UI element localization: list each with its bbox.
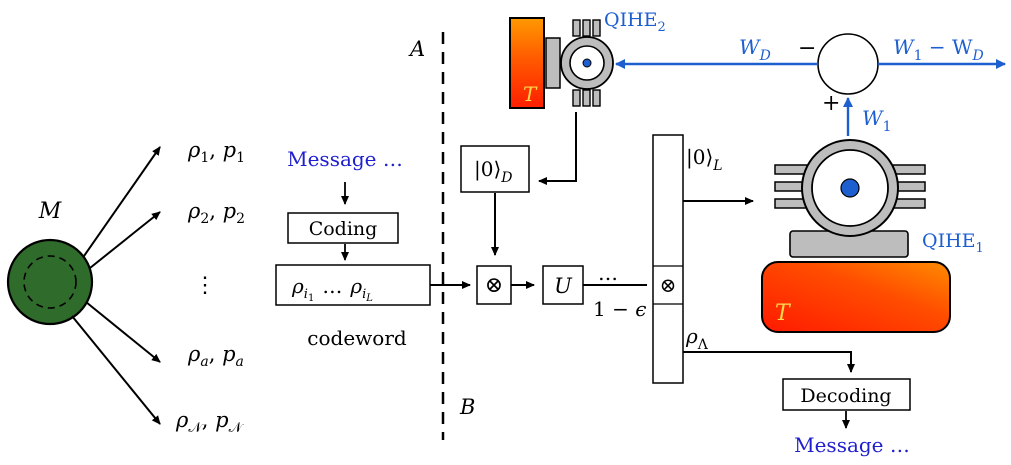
qihe1-bath-label: T (775, 301, 792, 326)
divider-label-b: B (459, 395, 475, 419)
plus-sign: + (822, 91, 840, 116)
state-vdots: ⋮ (194, 273, 216, 298)
source-circle (6, 238, 94, 326)
ket-d-label: |0⟩D (474, 157, 513, 186)
state-arrows (71, 146, 161, 425)
wd-label: WD (739, 35, 771, 64)
codeword-caption: codeword (307, 326, 407, 350)
output-column-box (652, 134, 684, 384)
state-label-a: ρa, pa (187, 342, 244, 370)
state-arrow-2 (89, 211, 161, 269)
qihe1-label: QIHE1 (922, 230, 984, 256)
decoding-label: Decoding (800, 385, 891, 407)
state-label-2: ρ2, p2 (187, 199, 245, 227)
qihe2-hub-icon (582, 58, 592, 68)
tensor-box (476, 265, 512, 305)
qihe2-bath-label: T (523, 82, 538, 106)
qihe2-bath (509, 17, 545, 109)
state-labels: ρ1, p1 ρ2, p2 ⋮ ρa, pa ρ𝒩, p𝒩 (175, 138, 245, 436)
state-label-n: ρ𝒩, p𝒩 (175, 408, 245, 436)
encoder: Message … Coding ρi1…ρiL codeword (275, 147, 471, 350)
work-circuit: WD W1 − WD W1 − + (615, 33, 1006, 136)
divider: A B (408, 32, 475, 440)
engine-qihe1: T QIHE1 (761, 139, 984, 333)
decoder-message: Message … (794, 433, 910, 457)
codeword-box (275, 264, 431, 306)
qihe1-bath (761, 261, 951, 333)
qihe2-label: QIHE2 (604, 9, 666, 35)
decoder: Decoding Message … (782, 378, 911, 457)
qihe2-mount (545, 37, 561, 89)
source-label: M (38, 199, 62, 224)
ket-d-box (460, 145, 530, 193)
qihe1-fins (774, 164, 926, 209)
ket-l-label: |0⟩L (686, 145, 723, 174)
state-arrow-a (85, 301, 161, 363)
coding-label: Coding (309, 218, 378, 240)
minus-sign: − (798, 36, 816, 61)
decoding-box (782, 378, 911, 411)
tensor-symbol: ⊗ (485, 273, 503, 298)
source-node: M (6, 199, 94, 326)
subtractor-node (817, 33, 879, 95)
divider-label-a: A (408, 37, 425, 61)
coding-box (287, 212, 399, 244)
codeword-content: ρi1…ρiL (291, 274, 373, 304)
channel-one-minus-eps: 1 − ϵ (593, 297, 646, 321)
qihe1-hub-icon (840, 178, 860, 198)
channel-dots: … (598, 261, 618, 285)
unitary-label: U (554, 274, 573, 298)
qihe2-to-ket-d-arrow (538, 112, 577, 185)
source-inner-dashed-circle (23, 255, 77, 309)
qihe2-fins (572, 19, 601, 107)
unitary-box (542, 265, 584, 305)
output-tensor-symbol: ⊗ (660, 273, 677, 297)
state-arrow-1 (83, 146, 161, 257)
rho-lambda-to-decoding-arrow (683, 351, 855, 373)
channel: |0⟩D ⊗ U … 1 − ϵ ⊗ |0⟩L ρΛ (460, 134, 855, 384)
w1-label: W1 (862, 106, 891, 135)
diff-label: W1 − WD (893, 35, 984, 64)
encoder-message: Message … (287, 147, 403, 171)
state-label-1: ρ1, p1 (187, 138, 245, 166)
rho-lambda-label: ρΛ (685, 324, 709, 353)
state-arrow-n (71, 315, 161, 425)
engine-qihe2: T QIHE2 (509, 9, 666, 185)
